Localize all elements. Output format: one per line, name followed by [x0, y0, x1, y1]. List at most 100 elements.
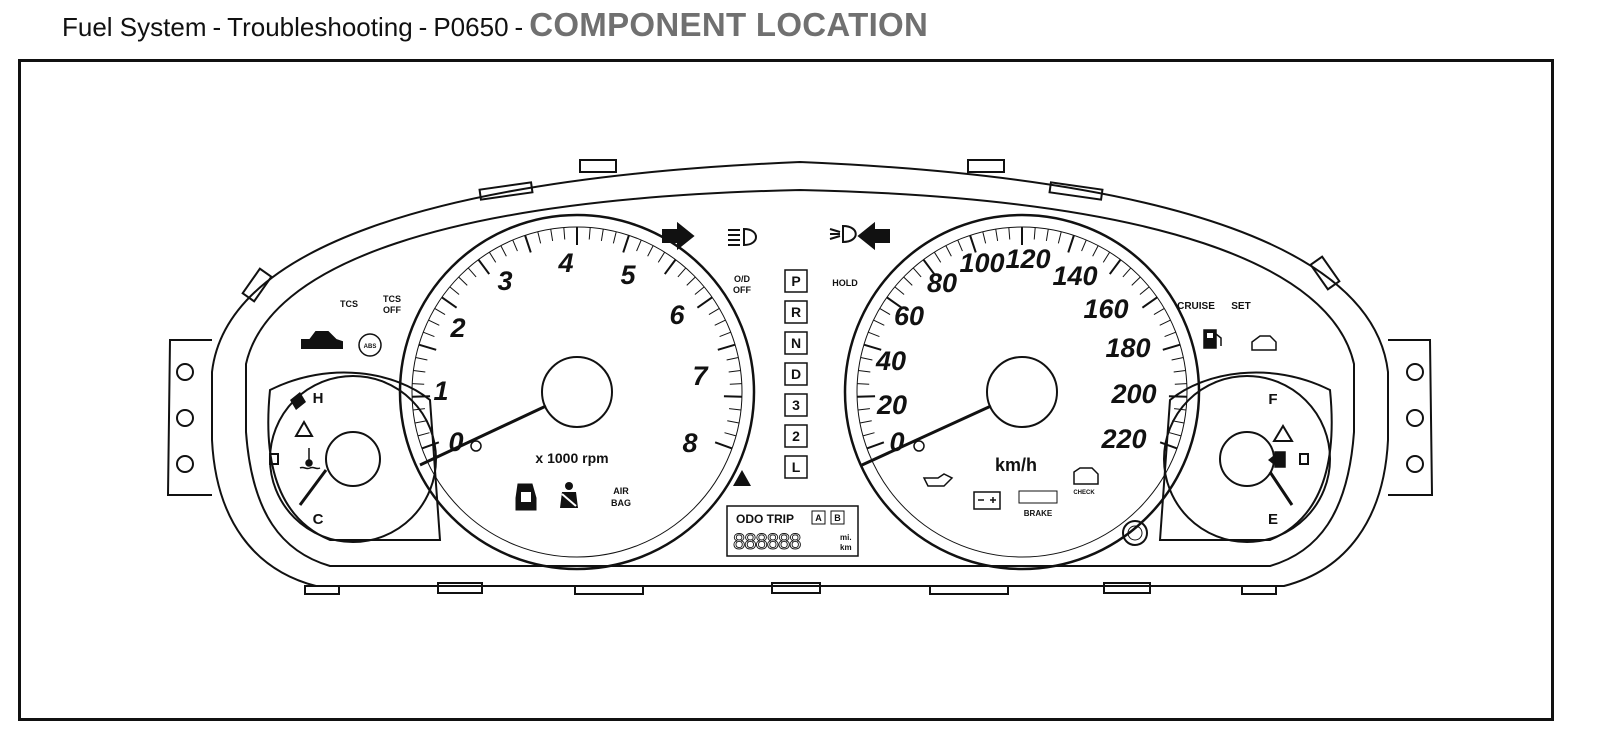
gauge-tick: [413, 369, 426, 373]
gauge-tick: [434, 308, 446, 315]
gauge-tick: [857, 383, 870, 385]
bottom-clip: [929, 585, 1009, 595]
speed-number: 120: [1005, 244, 1050, 274]
bottom-slot: [1103, 582, 1151, 594]
gauge-tick: [636, 239, 642, 252]
gauge-tick: [1108, 259, 1122, 275]
page-header: Fuel System-Troubleshooting-P0650-COMPON…: [62, 6, 928, 46]
gauge-tick: [418, 343, 437, 351]
cruise-indicator: CRUISE: [1177, 301, 1215, 312]
gauge-tick: [857, 395, 876, 398]
gear-indicator-box: [784, 269, 808, 293]
gauge-tick: [1174, 408, 1187, 411]
gauge-tick: [982, 231, 987, 244]
bottom-clip: [574, 585, 644, 595]
gauge-tick: [458, 276, 468, 286]
gear-indicator-box: [784, 300, 808, 324]
gauge-tick: [868, 331, 880, 338]
gauge-tick: [863, 343, 882, 351]
top-slot: [1048, 181, 1104, 201]
gauge-tick: [428, 319, 440, 326]
side-clip: [1309, 255, 1341, 291]
odometer-unit-km: km: [840, 543, 852, 552]
gauge-tick: [728, 369, 741, 373]
gear-indicator-box: [784, 455, 808, 479]
gear-indicator-n: N: [791, 335, 801, 351]
bottom-slot: [771, 582, 821, 594]
gauge-tick: [1162, 343, 1181, 351]
car-door-icon: [1251, 335, 1277, 351]
tach-number: 5: [620, 260, 636, 290]
gauge-tick: [727, 420, 740, 424]
gauge-tick: [723, 395, 742, 398]
speed-number: 20: [876, 390, 907, 420]
gauge-tick: [423, 331, 435, 338]
gauge-tick: [512, 239, 518, 252]
gauge-tick: [957, 239, 963, 252]
breadcrumb-separator: -: [418, 12, 428, 42]
gauge-tick: [1033, 227, 1036, 240]
gauge-tick: [1159, 319, 1171, 326]
gear-indicator-2: 2: [792, 428, 800, 444]
battery-icon: [973, 491, 1001, 510]
trip-reset-knob-inner: [1127, 525, 1143, 541]
gear-indicator-d: D: [791, 366, 801, 382]
gauge-tick: [600, 229, 604, 242]
airbag-indicator-line1: AIR: [613, 486, 629, 496]
trip-a-box: [811, 510, 826, 525]
odometer-digits: 888888: [733, 529, 801, 554]
gauge-tick: [647, 245, 654, 257]
right-turn-arrow-icon: [857, 221, 890, 251]
set-indicator: SET: [1231, 301, 1250, 312]
speed-number: 100: [959, 248, 1004, 278]
gauge-tick: [714, 319, 726, 326]
mount-hole: [176, 363, 194, 381]
bottom-clip: [304, 585, 340, 595]
gauge-tick: [686, 276, 696, 286]
fuel-gauge-housing: [1158, 371, 1333, 541]
gauge-tick: [866, 441, 885, 450]
gauge-tick: [1168, 395, 1187, 398]
gauge-tick: [612, 231, 617, 244]
gauge-tick: [1153, 308, 1165, 315]
check-indicator: CHECK: [1073, 490, 1095, 496]
page-title: COMPONENT LOCATION: [529, 6, 929, 43]
gauge-tick: [969, 235, 977, 253]
tach-number: 1: [433, 376, 448, 406]
gauge-tick: [1092, 245, 1099, 257]
speed-number: 40: [875, 346, 906, 376]
trip-b-label: B: [834, 513, 841, 523]
gauge-tick: [1057, 231, 1062, 244]
fuel-gauge-pump-icon: [1268, 451, 1286, 468]
bottom-clip: [1241, 585, 1277, 595]
airbag-indicator-line2: BAG: [611, 498, 631, 508]
gauge-tick: [724, 432, 737, 437]
tcs-indicator: TCS: [340, 299, 358, 309]
temp-gauge-needle: [298, 469, 328, 506]
temp-gauge-hub: [325, 431, 381, 487]
fog-light-icon: [829, 224, 857, 244]
temperature-icon: [299, 448, 321, 470]
gauge-tick: [663, 259, 677, 275]
speed-number: 80: [927, 268, 957, 298]
odometer-display: ODO TRIP A B 888888 mi. km: [726, 505, 859, 557]
breadcrumb-system: Fuel System: [62, 12, 207, 42]
fuel-scale-mark: [1299, 453, 1309, 465]
gauge-tick: [524, 235, 532, 253]
abs-indicator: ABS: [364, 344, 377, 350]
gauge-tick: [714, 441, 733, 450]
mount-hole: [1406, 363, 1424, 381]
top-clip: [579, 159, 617, 173]
gauge-tick: [717, 343, 736, 351]
gauge-tick: [858, 369, 871, 373]
speed-number: 160: [1083, 294, 1128, 324]
gauge-tick: [622, 235, 630, 253]
od-off-indicator-line1: O/D: [734, 274, 751, 284]
gear-indicator-box: [784, 424, 808, 448]
tach-number: 8: [682, 428, 697, 458]
gauge-tick: [417, 432, 430, 437]
top-slot: [478, 181, 534, 201]
cluster-inner-panel: [245, 188, 1355, 567]
tachometer-dial: [398, 213, 756, 571]
tach-number: 7: [692, 361, 709, 391]
